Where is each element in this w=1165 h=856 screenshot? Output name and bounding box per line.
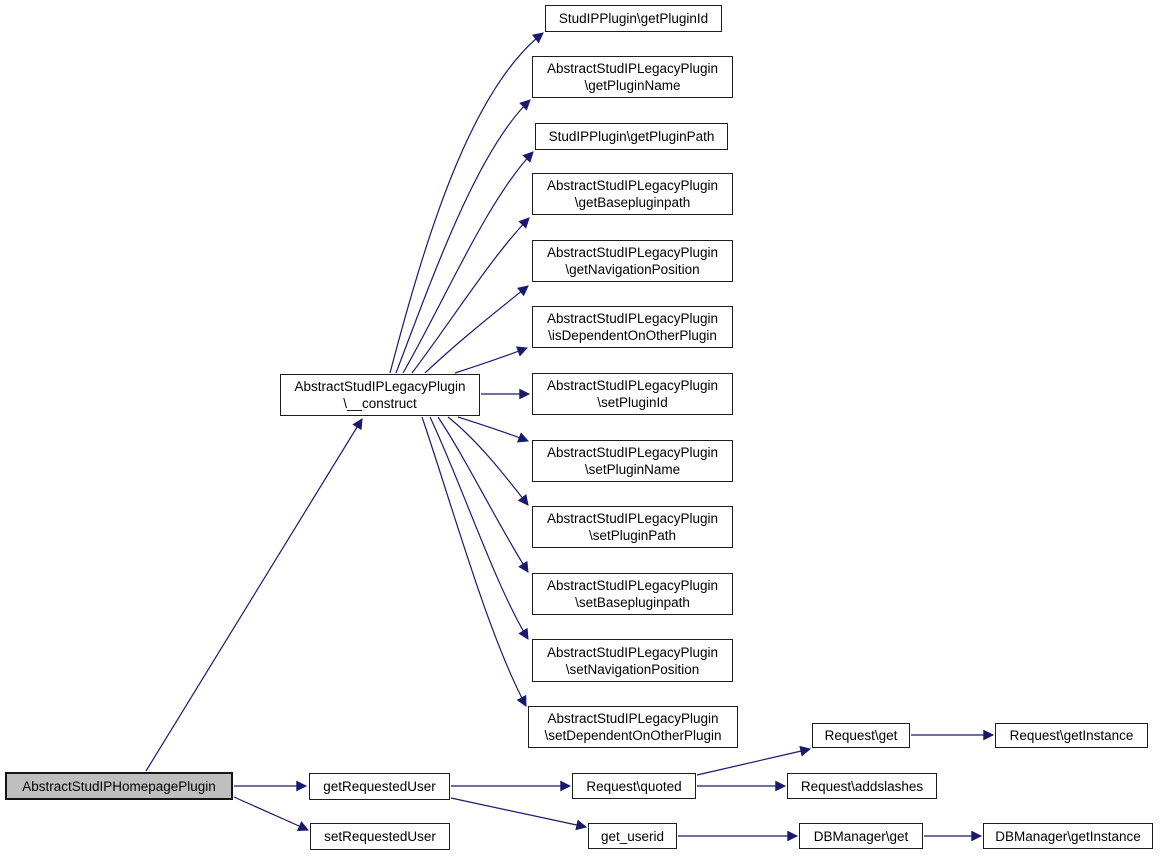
- edge-construct-setPluginPath: [447, 416, 529, 506]
- node-dbmanagerGet[interactable]: DBManager\get: [799, 823, 923, 849]
- node-label: Request\get: [824, 728, 898, 743]
- node-label: DBManager\get: [813, 828, 909, 844]
- node-label: AbstractStudIPLegacyPlugin \setBaseplugi…: [546, 578, 719, 610]
- edge-construct-setBasepluginpath: [437, 416, 529, 573]
- edge-construct-getPluginPath: [402, 151, 534, 374]
- node-setRequestedUser[interactable]: setRequestedUser: [310, 823, 450, 850]
- node-setPluginPath[interactable]: AbstractStudIPLegacyPlugin \setPluginPat…: [532, 506, 733, 548]
- node-label: get_userid: [600, 828, 665, 844]
- node-dbmanagerGetInstance[interactable]: DBManager\getInstance: [983, 823, 1153, 849]
- node-label: AbstractStudIPHomepagePlugin: [22, 778, 216, 794]
- node-requestQuoted[interactable]: Request\quoted: [572, 773, 696, 799]
- node-setDependentOnOtherPlugin[interactable]: AbstractStudIPLegacyPlugin \setDependent…: [528, 706, 738, 748]
- node-setPluginName[interactable]: AbstractStudIPLegacyPlugin \setPluginNam…: [532, 440, 733, 482]
- node-requestGetInstance[interactable]: Request\getInstance: [995, 723, 1148, 748]
- node-label: AbstractStudIPLegacyPlugin \setPluginNam…: [546, 445, 719, 477]
- node-label: Request\quoted: [586, 778, 682, 794]
- node-label: setRequestedUser: [324, 829, 436, 844]
- node-getNavigationPosition[interactable]: AbstractStudIPLegacyPlugin \getNavigatio…: [532, 240, 733, 282]
- node-label: AbstractStudIPLegacyPlugin \__construct: [294, 379, 466, 411]
- node-getBasepluginpath[interactable]: AbstractStudIPLegacyPlugin \getBaseplugi…: [532, 173, 733, 215]
- edge-construct-getNavigationPosition: [424, 285, 529, 374]
- edge-requestQuoted-requestGet: [696, 745, 812, 776]
- node-label: getRequestedUser: [323, 779, 436, 794]
- node-label: Request\addslashes: [800, 778, 924, 794]
- node-isDependentOnOtherPlugin[interactable]: AbstractStudIPLegacyPlugin \isDependentO…: [532, 306, 733, 348]
- node-label: AbstractStudIPLegacyPlugin \getNavigatio…: [546, 245, 719, 277]
- node-setPluginId[interactable]: AbstractStudIPLegacyPlugin \setPluginId: [532, 373, 733, 415]
- edge-construct-setPluginName: [457, 416, 530, 443]
- node-label: AbstractStudIPLegacyPlugin \getBaseplugi…: [546, 178, 719, 210]
- edge-construct-setDependentOnOtherPlugin: [421, 416, 527, 707]
- edge-construct-setNavigationPosition: [429, 416, 529, 640]
- node-label: AbstractStudIPLegacyPlugin \getPluginNam…: [546, 61, 719, 93]
- node-AbstractStudIPHomepagePlugin[interactable]: AbstractStudIPHomepagePlugin: [5, 772, 233, 800]
- node-label: AbstractStudIPLegacyPlugin \isDependentO…: [546, 311, 719, 343]
- edge-construct-isDependentOnOtherPlugin: [454, 346, 529, 374]
- edge-construct-getPluginName: [395, 99, 531, 374]
- node-getUserid[interactable]: get_userid: [588, 823, 677, 849]
- node-label: Request\getInstance: [1009, 728, 1134, 743]
- edge-construct-getBasepluginpath: [411, 217, 530, 374]
- node-label: AbstractStudIPLegacyPlugin \setNavigatio…: [546, 644, 719, 677]
- node-setNavigationPosition[interactable]: AbstractStudIPLegacyPlugin \setNavigatio…: [532, 639, 733, 682]
- edge-home-construct: [145, 418, 363, 772]
- edge-home-setRequestedUser: [233, 796, 309, 831]
- node-label: StudIPPlugin\getPluginPath: [548, 129, 715, 144]
- node-getRequestedUser[interactable]: getRequestedUser: [309, 773, 450, 800]
- node-label: DBManager\getInstance: [995, 828, 1141, 844]
- node-construct[interactable]: AbstractStudIPLegacyPlugin \__construct: [280, 374, 480, 416]
- node-getPluginName[interactable]: AbstractStudIPLegacyPlugin \getPluginNam…: [532, 56, 733, 98]
- node-label: AbstractStudIPLegacyPlugin \setPluginPat…: [546, 511, 719, 543]
- node-setBasepluginpath[interactable]: AbstractStudIPLegacyPlugin \setBaseplugi…: [532, 573, 733, 615]
- node-requestGet[interactable]: Request\get: [812, 723, 910, 748]
- edge-construct-getPluginId: [389, 32, 544, 374]
- node-getPluginPath[interactable]: StudIPPlugin\getPluginPath: [535, 123, 728, 150]
- edge-getRequestedUser-getUserid: [450, 797, 588, 831]
- node-getPluginId[interactable]: StudIPPlugin\getPluginId: [545, 5, 722, 32]
- node-label: AbstractStudIPLegacyPlugin \setPluginId: [546, 378, 719, 410]
- node-label: StudIPPlugin\getPluginId: [558, 11, 709, 26]
- node-label: AbstractStudIPLegacyPlugin \setDependent…: [544, 711, 722, 743]
- node-requestAddslashes[interactable]: Request\addslashes: [787, 773, 937, 799]
